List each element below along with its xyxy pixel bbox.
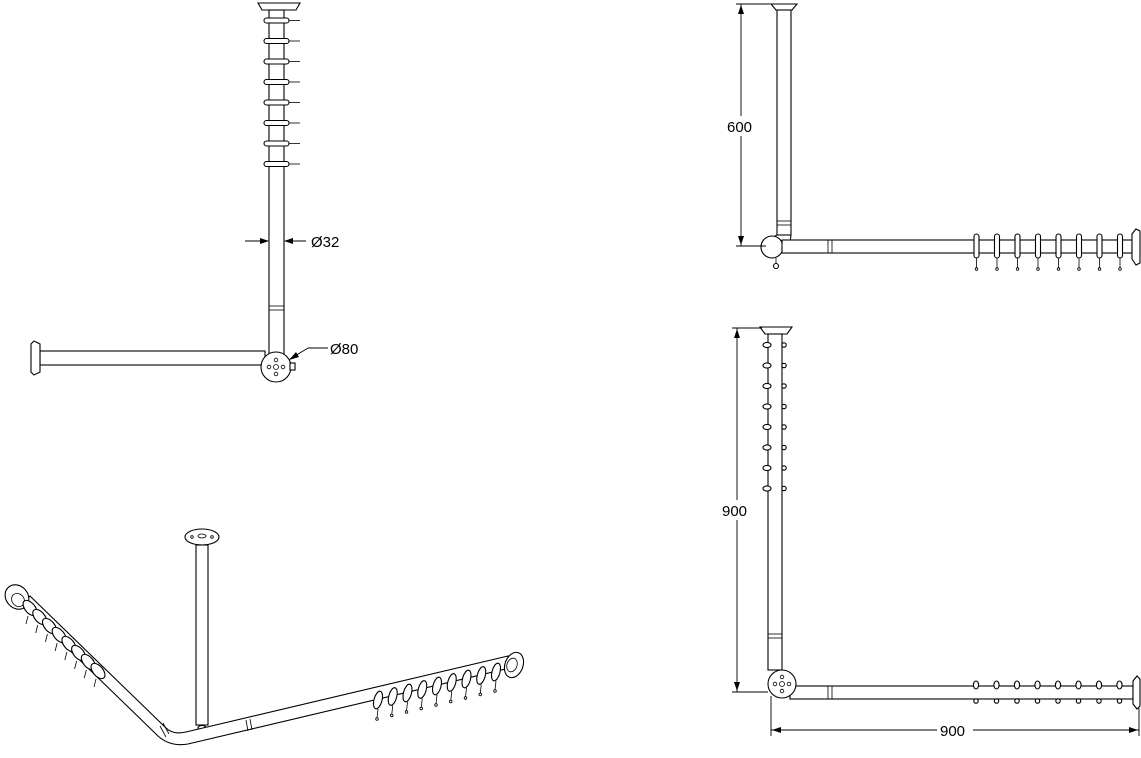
- leg-a-tube: [767, 333, 783, 671]
- ring: [263, 160, 290, 168]
- drop-height-label: 600: [727, 119, 752, 136]
- curtain-rings: [22, 599, 502, 721]
- leg-b-label: 900: [940, 723, 965, 740]
- ring: [263, 140, 290, 147]
- ring: [762, 341, 772, 349]
- ring: [993, 680, 1000, 690]
- flange-diameter-label: Ø80: [330, 341, 358, 358]
- isometric-view: [4, 528, 525, 746]
- ring: [1013, 680, 1021, 690]
- ring: [1075, 680, 1082, 690]
- ring: [993, 233, 1001, 259]
- ceiling-flange: [184, 528, 220, 546]
- ring: [372, 690, 384, 710]
- ring: [1116, 233, 1124, 259]
- ring: [263, 119, 290, 127]
- ring: [446, 673, 457, 692]
- tube-diameter-dimension: Ø32: [245, 234, 339, 251]
- leg-a-dimension: 900: [720, 327, 768, 693]
- ring: [762, 444, 772, 451]
- ring: [263, 99, 290, 106]
- ring: [402, 683, 413, 703]
- ring: [476, 666, 487, 685]
- leg-b-tube: [789, 685, 1134, 700]
- ceiling-flange: [257, 2, 301, 11]
- leg-a-label: 900: [722, 503, 747, 520]
- ring: [1034, 680, 1041, 690]
- wall-flange: [30, 340, 41, 376]
- ring: [762, 403, 772, 410]
- curtain-rings: [263, 17, 300, 168]
- ring: [263, 17, 290, 24]
- right-wall-flange: [503, 651, 525, 679]
- horizontal-tube: [39, 350, 266, 366]
- corner-tube: [21, 595, 511, 746]
- corner-flange: [767, 669, 797, 699]
- corner-flange: [760, 235, 784, 259]
- side-view: 600: [726, 3, 1141, 271]
- ring: [1095, 680, 1103, 690]
- curtain-rings-leg-b: [972, 680, 1123, 704]
- top-view: Ø32 Ø80: [30, 2, 358, 383]
- ring: [973, 233, 980, 259]
- ring: [762, 362, 772, 369]
- ring: [490, 662, 502, 682]
- curtain-rings-leg-a: [762, 341, 787, 492]
- ring: [972, 680, 980, 690]
- ceiling-support-tube: [195, 544, 209, 726]
- ring: [1055, 233, 1062, 259]
- ring: [263, 37, 290, 45]
- ring: [263, 78, 290, 86]
- plan-view: 900 900: [720, 326, 1141, 740]
- ring: [1054, 680, 1062, 690]
- ring: [431, 676, 443, 696]
- ring: [762, 464, 772, 472]
- ring: [1014, 233, 1021, 259]
- curtain-rings: [973, 233, 1124, 271]
- ring: [762, 423, 772, 431]
- vertical-tube: [776, 9, 792, 236]
- ring: [762, 485, 772, 492]
- ring: [1096, 233, 1103, 259]
- ring: [1116, 680, 1123, 690]
- tube-diameter-label: Ø32: [311, 234, 339, 251]
- ring: [387, 687, 398, 706]
- corner-flange: [260, 351, 292, 383]
- ring: [461, 669, 472, 689]
- ceiling-flange: [769, 3, 799, 11]
- wall-flange: [1131, 228, 1141, 266]
- ring: [762, 382, 772, 390]
- ring: [1034, 233, 1042, 259]
- ring: [90, 662, 106, 680]
- end-flange: [758, 326, 794, 335]
- ring: [417, 680, 428, 699]
- end-flange: [1132, 675, 1141, 710]
- drop-height-dimension: 600: [726, 3, 770, 247]
- ring: [263, 58, 290, 65]
- flange-diameter-dimension: Ø80: [289, 341, 358, 360]
- ring: [1075, 233, 1083, 259]
- leg-b-dimension: 900: [770, 696, 1140, 740]
